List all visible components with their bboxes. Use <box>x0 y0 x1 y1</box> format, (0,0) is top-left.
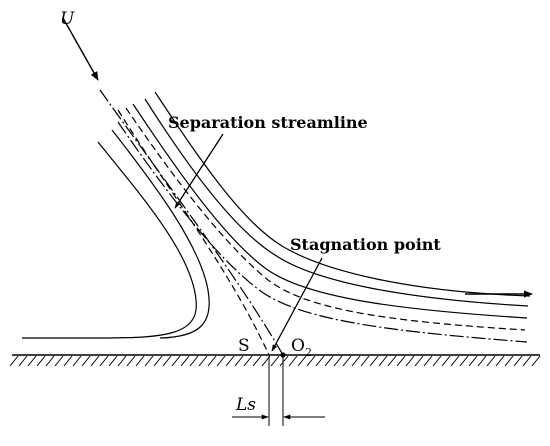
hatch-line <box>459 355 469 367</box>
ls-dimension <box>232 355 325 426</box>
hatch-line <box>531 355 541 367</box>
hatch-line <box>441 355 451 367</box>
hatch-line <box>387 355 397 367</box>
stagnation-point-label: Stagnation point <box>290 235 441 254</box>
wall <box>9 354 541 367</box>
hatch-line <box>153 355 163 367</box>
hatch-line <box>216 355 226 367</box>
hatch-line <box>243 355 253 367</box>
hatch-line <box>54 355 64 367</box>
hatch-line <box>189 355 199 367</box>
streamline-right-dashdot <box>117 121 528 343</box>
hatch-line <box>324 355 334 367</box>
hatch-line <box>126 355 136 367</box>
hatch-line <box>81 355 91 367</box>
hatch-line <box>432 355 442 367</box>
hatch-line <box>522 355 532 367</box>
hatch-line <box>225 355 235 367</box>
hatch-line <box>45 355 55 367</box>
hatch-line <box>288 355 298 367</box>
hatch-line <box>423 355 433 367</box>
hatch-line <box>18 355 28 367</box>
streamlines <box>22 89 531 356</box>
hatch-line <box>378 355 388 367</box>
point-o-label: O <box>291 336 305 356</box>
streamline-left-inner <box>111 129 210 339</box>
hatch-line <box>342 355 352 367</box>
inflow-arrow <box>62 17 99 81</box>
hatch-line <box>207 355 217 367</box>
jet-left-boundary <box>22 141 197 339</box>
hatch-line <box>270 355 280 367</box>
point-o-subscript: 2 <box>305 346 312 359</box>
separation-streamline <box>117 109 270 356</box>
jet-right-boundary <box>154 91 531 297</box>
hatch-line <box>369 355 379 367</box>
ls-label: Ls <box>235 395 256 415</box>
hatch-line <box>9 355 19 367</box>
hatch-line <box>396 355 406 367</box>
hatch-line <box>495 355 505 367</box>
hatch-line <box>360 355 370 367</box>
hatch-line <box>171 355 181 367</box>
hatch-line <box>297 355 307 367</box>
hatch-line <box>468 355 478 367</box>
hatch-line <box>333 355 343 367</box>
velocity-label: U <box>60 9 75 29</box>
stagnation-pointer <box>271 257 323 352</box>
hatch-line <box>135 355 145 367</box>
hatch-line <box>90 355 100 367</box>
hatch-line <box>504 355 514 367</box>
streamline-right-2 <box>144 98 529 307</box>
hatch-line <box>27 355 37 367</box>
hatch-line <box>306 355 316 367</box>
hatch-line <box>108 355 118 367</box>
hatch-line <box>279 355 289 367</box>
hatch-line <box>513 355 523 367</box>
hatch-line <box>351 355 361 367</box>
hatch-line <box>63 355 73 367</box>
hatch-line <box>72 355 82 367</box>
hatch-line <box>117 355 127 367</box>
jet-centreline <box>99 89 284 356</box>
separation-streamline-label: Separation streamline <box>168 113 368 132</box>
hatch-line <box>486 355 496 367</box>
hatch-line <box>99 355 109 367</box>
hatch-line <box>198 355 208 367</box>
point-s-label: S <box>238 336 250 356</box>
hatch-line <box>162 355 172 367</box>
hatch-line <box>315 355 325 367</box>
hatch-line <box>405 355 415 367</box>
streamline-right-1 <box>132 103 528 319</box>
hatch-line <box>450 355 460 367</box>
streamline-right-dashed <box>125 107 526 331</box>
hatch-line <box>234 355 244 367</box>
hatch-line <box>477 355 487 367</box>
hatch-line <box>144 355 154 367</box>
separation-pointer <box>174 133 224 209</box>
hatch-line <box>36 355 46 367</box>
hatch-line <box>414 355 424 367</box>
hatch-line <box>252 355 262 367</box>
wall-hatching <box>9 355 541 367</box>
hatch-line <box>180 355 190 367</box>
